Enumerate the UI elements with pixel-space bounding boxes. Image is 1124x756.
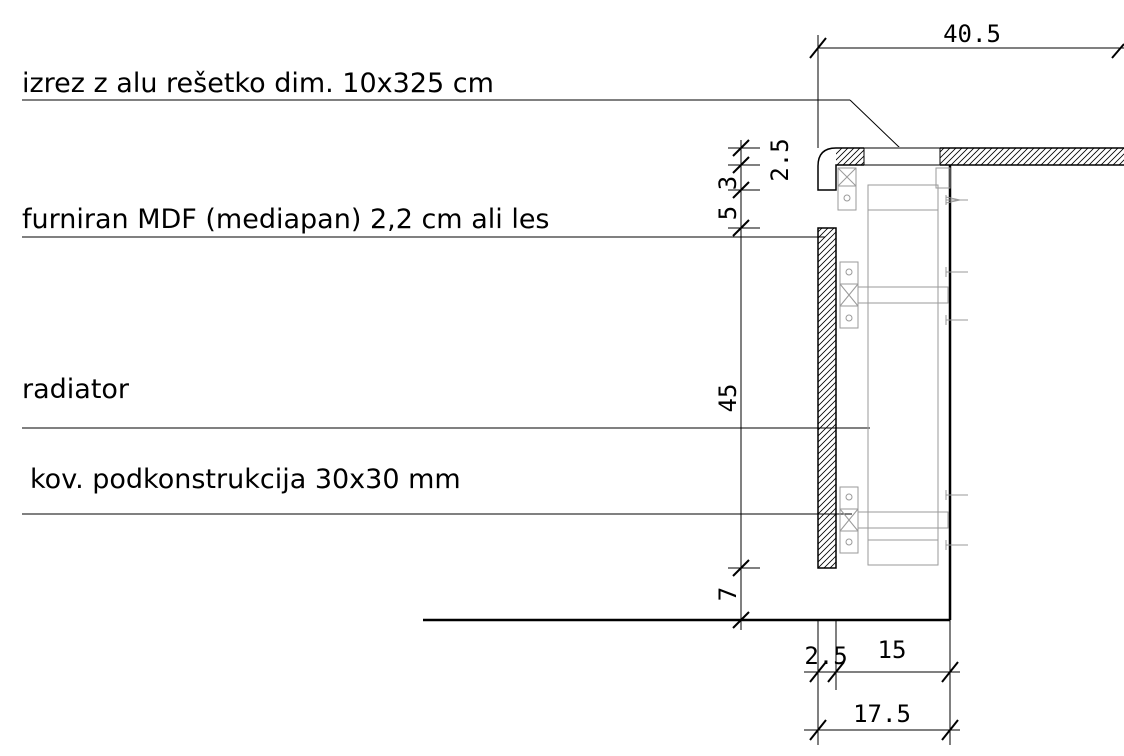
dim-bottom-gap: 7 <box>714 587 742 601</box>
vertical-dimension-chain <box>728 139 760 630</box>
label-radiator: radiator <box>22 374 130 405</box>
radiator-body <box>867 184 939 566</box>
pipe-lower <box>857 511 949 529</box>
substructure-members <box>837 167 951 554</box>
dim-cavity-depth: 15 <box>878 636 907 664</box>
leader-grille-cutout-diagonal <box>849 99 901 149</box>
dim-panel-height: 45 <box>714 384 742 413</box>
dim-gap-mid: 5 <box>714 206 742 220</box>
dim-lid-thickness: 2.5 <box>766 138 794 181</box>
top-width-dimension <box>809 35 1124 148</box>
wall-anchors <box>945 195 968 550</box>
pipe-upper <box>857 286 949 304</box>
dim-top-width: 40.5 <box>943 20 1001 48</box>
bottom-depth-dimensions <box>804 620 960 745</box>
grille-cutout-gap <box>864 147 940 167</box>
front-mdf-panel <box>817 227 837 569</box>
label-mdf-panel: furniran MDF (mediapan) 2,2 cm ali les <box>22 204 550 235</box>
dim-gap-upper: 3 <box>714 176 742 190</box>
label-grille-cutout: izrez z alu rešetko dim. 10x325 cm <box>22 68 494 99</box>
dim-side-thickness: 2.5 <box>804 642 847 670</box>
label-substructure: kov. podkonstrukcija 30x30 mm <box>30 464 461 495</box>
dim-total-depth: 17.5 <box>853 700 911 728</box>
top-board-outline <box>817 147 1124 191</box>
